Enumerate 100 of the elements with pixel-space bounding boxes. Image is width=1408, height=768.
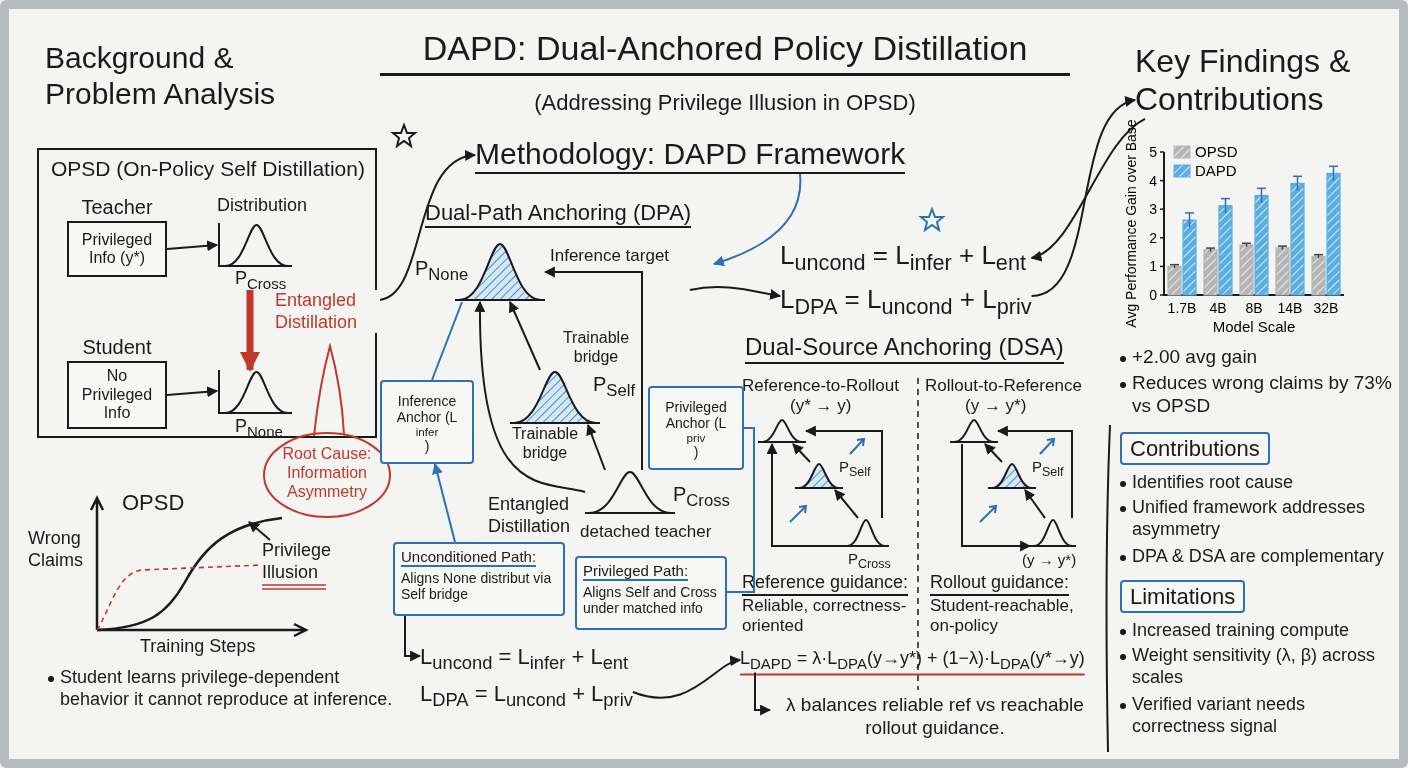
- section-heading: Methodology: DAPD Framework: [475, 136, 906, 174]
- guidance-heading: Rollout guidance:: [930, 572, 1070, 596]
- legend-label: OPSD: [1195, 143, 1238, 160]
- distribution-label: P$_{Cross}$: [848, 550, 891, 572]
- anchor-box: Contributions: [1120, 432, 1270, 466]
- tick-label: 1: [1149, 258, 1157, 275]
- box-text: Aligns None distribut via Self bridge: [401, 570, 553, 603]
- arrow: [248, 521, 271, 541]
- bullet-text: Weight sensitivity (λ, β) across scales: [1118, 645, 1386, 689]
- distribution-label: P$_{None}$: [415, 256, 469, 285]
- arrow: [804, 425, 883, 519]
- formula-text: L$_{DPA}$ = L$_{uncond}$ + L$_{priv}$: [420, 679, 633, 713]
- tick-label: 2: [1149, 229, 1157, 246]
- section-heading: Dual-Path Anchoring (DPA): [425, 200, 692, 229]
- arrow: [754, 671, 772, 716]
- arrow: [689, 286, 782, 300]
- tick-label: 3: [1149, 201, 1157, 218]
- arrow: [474, 300, 586, 493]
- tick-label: 0: [1149, 287, 1157, 303]
- arrow: [961, 443, 1032, 552]
- formula-text: L$_{DPA}$ = L$_{uncond}$ + L$_{priv}$: [780, 282, 1032, 321]
- bullet-text: Unified framework addresses asymmetry: [1118, 497, 1386, 541]
- arrow: [543, 266, 643, 471]
- note-text: λ balances reliable ref vs reachable rollout guidance.: [770, 694, 1100, 740]
- connector-line: [431, 301, 463, 381]
- axis-label: Model Scale: [1212, 318, 1296, 335]
- bullet-text: Student learns privilege-dependent behavior it cannot reproduce at inference.: [46, 667, 406, 711]
- arrow: [1030, 98, 1136, 297]
- title: DAPD: Dual-Anchored Policy Distillation: [380, 28, 1070, 76]
- bullet-text: Reduces wrong claims by 73% vs OPSD: [1118, 372, 1398, 418]
- tick-label: 8B: [1245, 300, 1263, 316]
- arrow: [166, 386, 219, 398]
- direction-note: (y → y*): [965, 396, 1027, 417]
- arrow: [1030, 117, 1146, 260]
- formula-text: L$_{uncond}$ = L$_{infer}$ + L$_{ent}$: [420, 643, 630, 676]
- formula-text: L$_{DAPD}$ = λ·L$_{DPA}$(y→y*) + (1−λ)·L$_{DPA}$(y*→y): [740, 648, 1085, 673]
- annotation-text: Trainable bridge: [510, 424, 580, 463]
- arrow: [834, 489, 859, 519]
- column-heading: Rollout-to-Reference: [925, 376, 1082, 397]
- bullet-text: Verified variant needs correctness signal: [1118, 694, 1386, 738]
- arrow: [984, 443, 1003, 463]
- arrow: [766, 442, 844, 547]
- tick-label: 4: [1149, 172, 1157, 189]
- box-text: Aligns Self and Cross under matched info: [583, 584, 718, 617]
- section-heading: Dual-Source Anchoring (DSA): [745, 333, 1064, 364]
- tick-label: 1.7B: [1167, 300, 1197, 316]
- anchor-box: Limitations: [1120, 580, 1246, 614]
- bullet-text: Identifies root cause: [1118, 472, 1398, 494]
- distribution-label: P$_{Cross}$: [673, 482, 730, 511]
- formula-text: L$_{uncond}$ = L$_{infer}$ + L$_{ent}$: [780, 239, 1027, 278]
- arrow: [404, 615, 422, 662]
- tick-label: 32B: [1313, 300, 1339, 316]
- arrow: [792, 443, 811, 463]
- arrow: [996, 425, 1073, 519]
- subtitle: (Addressing Privilege Illusion in OPSD): [533, 90, 917, 117]
- column-heading: Reference-to-Rollout: [742, 376, 899, 397]
- distribution-label: P$_{Self}$: [1032, 458, 1064, 480]
- direction-note: (y* → y): [790, 396, 852, 417]
- node-heading: Student: [81, 335, 153, 359]
- process-box: No Privileged Info: [67, 361, 167, 429]
- legend-label: DAPD: [1195, 162, 1237, 179]
- annotation-text: Trainable bridge: [561, 328, 631, 367]
- axis-label: Wrong Claims: [28, 528, 84, 572]
- guidance-text: Student-reachable, on-policy: [930, 596, 1075, 637]
- arrow: [432, 462, 456, 543]
- annotation-text: Inference target: [550, 246, 670, 267]
- edge-label: Entangled Distillation: [275, 290, 380, 334]
- bullet-text: DPA & DSA are complementary: [1118, 546, 1398, 568]
- distribution-label: P$_{Cross}$: [235, 268, 287, 293]
- connector-line: [726, 427, 755, 593]
- distribution-label: P$_{Self}$: [593, 372, 636, 401]
- distribution-label: P$_{Self}$: [839, 458, 871, 480]
- bullet-text: +2.00 avg gain: [1118, 346, 1398, 369]
- box-title: Privileged Path:: [583, 562, 689, 582]
- arrow: [631, 656, 742, 699]
- tick-label: 4B: [1209, 300, 1227, 316]
- arrow: [1024, 489, 1046, 519]
- direction-note: (y → y*): [1022, 551, 1077, 569]
- box-title: Unconditioned Path:: [401, 548, 537, 568]
- path-box: [393, 542, 565, 616]
- arrow: [586, 423, 606, 471]
- arrow: [712, 173, 802, 267]
- chart-title: OPSD: [122, 490, 185, 517]
- bullet-text: Increased training compute: [1118, 620, 1398, 642]
- section-heading: Key Findings & Contributions: [1135, 42, 1385, 119]
- node-heading: Teacher: [80, 195, 154, 219]
- arrow: [508, 301, 541, 371]
- process-box: Privileged Info (y*): [67, 221, 167, 277]
- axis-label: Avg Performance Gain over Base: [1123, 119, 1139, 328]
- path-box: [575, 556, 727, 630]
- tick-label: 14B: [1277, 300, 1303, 316]
- group-title: OPSD (On-Policy Self Distillation): [51, 156, 365, 182]
- arrow: [166, 240, 219, 252]
- tick-label: 5: [1149, 144, 1157, 160]
- node-heading: Distribution: [217, 195, 308, 217]
- annotation-text: Privilege Illusion: [262, 540, 342, 584]
- axis-label: Training Steps: [140, 636, 256, 658]
- guidance-text: Reliable, correctness-oriented: [742, 596, 908, 637]
- annotation-text: detached teacher: [580, 522, 712, 543]
- section-heading: Background & Problem Analysis: [45, 40, 277, 112]
